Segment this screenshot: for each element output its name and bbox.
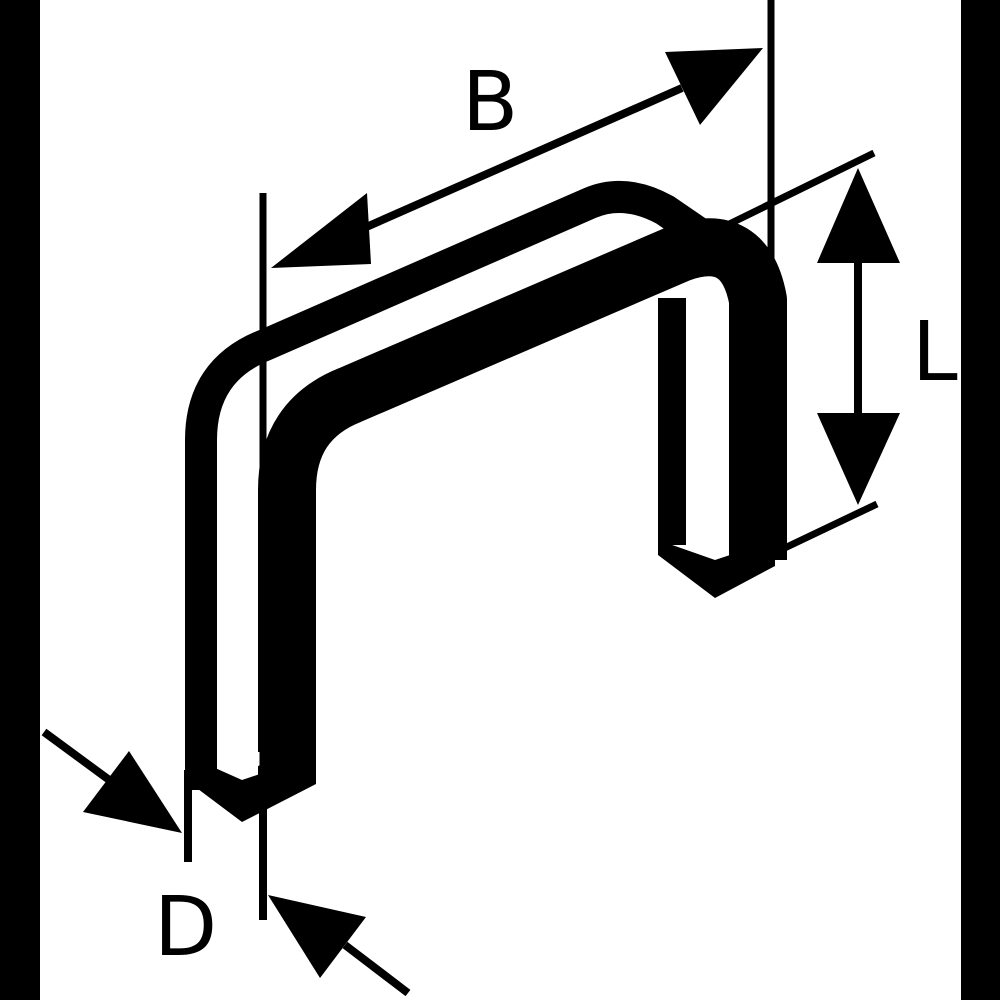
dimension-d: D (41, 728, 411, 997)
staple-icon (185, 180, 787, 822)
dimension-b: B (259, 0, 775, 918)
label-d: D (154, 880, 217, 975)
dimension-line-d-left (41, 728, 115, 786)
arrow-left-icon (271, 193, 371, 268)
arrow-up-icon (817, 168, 900, 263)
right-border-bar (961, 0, 1000, 1000)
extension-line-bottom (768, 500, 879, 559)
arrow-right-icon (665, 48, 763, 125)
arrow-down-icon (817, 413, 900, 505)
label-l: L (912, 305, 958, 400)
arrow-d-left-icon (268, 895, 366, 978)
dimension-l: L (711, 149, 958, 559)
left-border-bar (0, 0, 40, 1000)
dimension-line-b (353, 84, 684, 236)
dimension-line-d-right (342, 941, 411, 997)
extension-line-top (711, 149, 876, 236)
label-b: B (462, 55, 518, 150)
arrow-d-right-icon (83, 751, 182, 833)
